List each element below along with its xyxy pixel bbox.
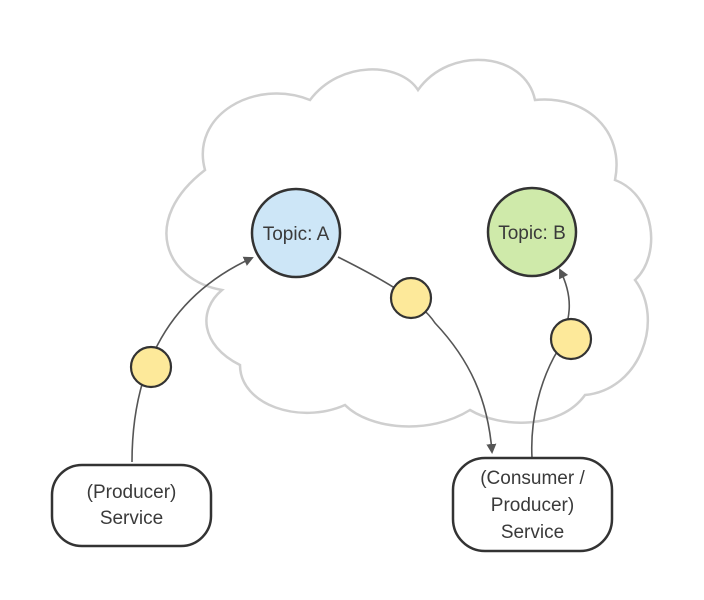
consumer-producer-service-line-2: Producer) [491,495,574,516]
consumer-producer-service-line-1: (Consumer / [480,468,585,489]
broker-cloud [165,58,653,428]
topic-a-circle [250,187,342,279]
topic-a-label: Topic: A [263,224,330,245]
producer-service-box [50,463,213,548]
consumer-producer-service-line-3: Service [501,522,564,543]
message-dot-topic-a-out [389,276,433,320]
consumer-producer-service-box [451,456,614,553]
arrow-topic-a-to-consumer [337,256,497,454]
message-dot-producer [129,345,173,389]
arrow-producer-to-topic-a [131,256,254,463]
topic-b-label: Topic: B [498,223,566,244]
topic-b-node: Topic: B [486,186,578,278]
consumer-producer-service-node: (Consumer / Producer) Service [451,456,614,553]
producer-service-line-2: Service [100,508,163,529]
producer-service-node: (Producer) Service [50,463,213,548]
producer-service-line-1: (Producer) [87,482,177,503]
message-dot-topic-b-in [549,317,593,361]
topic-a-node: Topic: A [250,187,342,279]
topic-b-circle [486,186,578,278]
